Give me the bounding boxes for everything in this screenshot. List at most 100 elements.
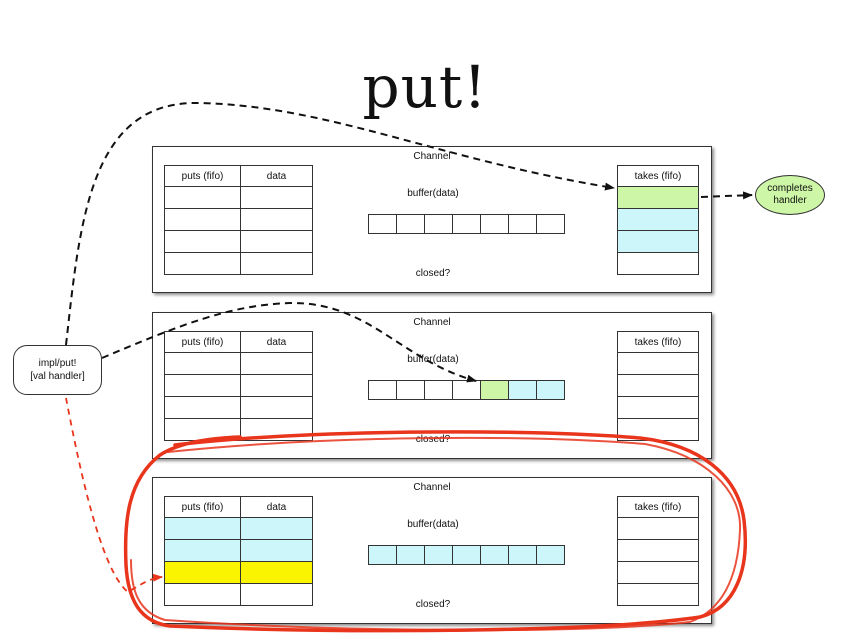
- puts-cell: [164, 517, 241, 540]
- puts-cell: [164, 230, 241, 253]
- buffer: [368, 380, 565, 400]
- takes-cell: [617, 418, 699, 441]
- takes-cell: [617, 208, 699, 231]
- buffer-label: buffer(data): [407, 519, 459, 530]
- buffer-cell: [508, 380, 537, 400]
- puts-cell: [164, 539, 241, 562]
- buffer-cell: [396, 214, 425, 234]
- puts-row: [164, 583, 313, 606]
- buffer-cell: [424, 214, 453, 234]
- puts-cell: [164, 374, 241, 397]
- takes-cell: [617, 396, 699, 419]
- buffer-cell: [368, 545, 397, 565]
- buffer-cell: [480, 214, 509, 234]
- buffer-label: buffer(data): [407, 354, 459, 365]
- takes-cell: [617, 561, 699, 584]
- puts-cell: [164, 186, 241, 209]
- puts-cell: [164, 252, 241, 275]
- puts-cell: [164, 208, 241, 231]
- takes-row: [617, 208, 699, 231]
- takes-row: [617, 561, 699, 584]
- completes-handler-node: completes handler: [755, 175, 825, 215]
- buffer-cell: [368, 214, 397, 234]
- caller-line-2: [val handler]: [30, 371, 85, 382]
- takes-cell: [617, 352, 699, 375]
- puts-cell: [240, 186, 313, 209]
- takes-cell: [617, 230, 699, 253]
- puts-cell: [240, 583, 313, 606]
- takes-row: [617, 230, 699, 253]
- buffer-cell: [536, 380, 565, 400]
- takes-row: [617, 517, 699, 540]
- closed-label: closed?: [415, 268, 451, 279]
- buffer-cell: [536, 545, 565, 565]
- takes-queue: takes (fifo): [617, 165, 699, 275]
- channel-panel-2: Channel puts (fifo)data buffer(data) clo…: [152, 312, 712, 459]
- puts-row: [164, 352, 313, 375]
- takes-header: takes (fifo): [617, 165, 699, 187]
- buffer-cell: [396, 545, 425, 565]
- puts-row: [164, 374, 313, 397]
- puts-header: puts (fifo): [164, 496, 241, 518]
- channel-panel-1: Channel puts (fifo)data buffer(data) clo…: [152, 146, 712, 293]
- buffer-cell: [480, 380, 509, 400]
- takes-row: [617, 252, 699, 275]
- channel-label: Channel: [413, 482, 451, 493]
- buffer-cell: [368, 380, 397, 400]
- takes-row: [617, 352, 699, 375]
- puts-cell: [164, 583, 241, 606]
- buffer-cell: [452, 380, 481, 400]
- slide-title: put!: [362, 53, 488, 121]
- puts-cell: [240, 230, 313, 253]
- puts-row: [164, 517, 313, 540]
- put-caller-node: impl/put! [val handler]: [13, 345, 102, 395]
- puts-row: [164, 252, 313, 275]
- takes-row: [617, 186, 699, 209]
- takes-row: [617, 396, 699, 419]
- takes-row: [617, 418, 699, 441]
- takes-header: takes (fifo): [617, 331, 699, 353]
- data-header: data: [240, 331, 313, 353]
- puts-row: [164, 230, 313, 253]
- puts-cell: [164, 352, 241, 375]
- puts-cell: [240, 208, 313, 231]
- completes-line-2: handler: [773, 195, 807, 206]
- puts-cell: [164, 396, 241, 419]
- takes-cell: [617, 186, 699, 209]
- takes-cell: [617, 517, 699, 540]
- puts-row: [164, 396, 313, 419]
- puts-row: [164, 208, 313, 231]
- puts-queue: puts (fifo)data: [164, 165, 313, 275]
- arrow-to-puts: [65, 397, 163, 594]
- data-header: data: [240, 496, 313, 518]
- puts-cell: [240, 561, 313, 584]
- puts-row: [164, 539, 313, 562]
- buffer-cell: [424, 545, 453, 565]
- puts-row: [164, 561, 313, 584]
- takes-cell: [617, 374, 699, 397]
- buffer-cell: [536, 214, 565, 234]
- puts-queue: puts (fifo)data: [164, 331, 313, 441]
- puts-cell: [240, 252, 313, 275]
- completes-line-1: completes: [767, 183, 813, 194]
- buffer-label: buffer(data): [407, 188, 459, 199]
- puts-cell: [240, 352, 313, 375]
- takes-cell: [617, 583, 699, 606]
- caller-line-1: impl/put!: [38, 358, 77, 369]
- puts-row: [164, 186, 313, 209]
- puts-queue: puts (fifo)data: [164, 496, 313, 606]
- closed-label: closed?: [415, 599, 451, 610]
- puts-cell: [240, 396, 313, 419]
- takes-row: [617, 374, 699, 397]
- takes-cell: [617, 252, 699, 275]
- buffer: [368, 214, 565, 234]
- buffer-cell: [508, 545, 537, 565]
- takes-header: takes (fifo): [617, 496, 699, 518]
- buffer-cell: [480, 545, 509, 565]
- buffer-cell: [396, 380, 425, 400]
- puts-row: [164, 418, 313, 441]
- puts-cell: [240, 418, 313, 441]
- takes-cell: [617, 539, 699, 562]
- buffer-cell: [508, 214, 537, 234]
- puts-cell: [240, 374, 313, 397]
